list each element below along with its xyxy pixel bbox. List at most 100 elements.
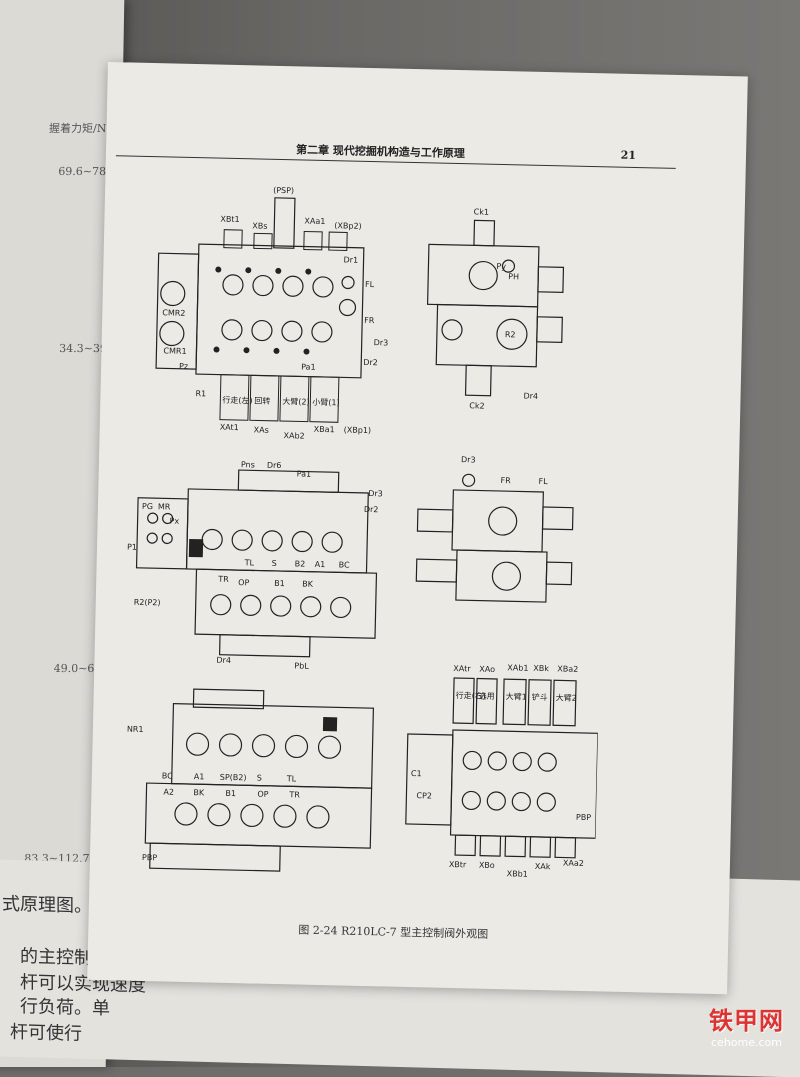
label-b1: B1 xyxy=(274,578,285,589)
label-xak: XAk xyxy=(534,861,551,872)
label-xatr: XAtr xyxy=(453,663,471,674)
label-bc: BC xyxy=(338,560,350,570)
page-header: 第二章 现代挖掘机构造与工作原理 21 xyxy=(106,137,746,172)
label-pns: Pns xyxy=(240,460,255,470)
label-xbp2: (XBp2) xyxy=(334,221,362,231)
valve-diagram-bottom-right: XAtr XAo XAb1 XBk XBa2 行走(右) 选用 大臂1 铲斗 大… xyxy=(394,659,599,893)
label-ck2: Ck2 xyxy=(469,401,485,411)
label-bk: BK xyxy=(302,579,314,589)
label-psp: (PSP) xyxy=(273,185,295,196)
valve-diagram-bottom-left: NR1 BC A1 SP(B2) S TL A2 BK B1 OP TR PBP xyxy=(109,682,383,888)
label-pbp: PBP xyxy=(141,852,158,863)
valve-diagram-mid-left: Pns Dr6 Pa1 Dr3 Dr2 PG MR Px P1 TL S B2 … xyxy=(124,458,399,674)
label-fl: FL xyxy=(364,279,375,290)
label-op: OP xyxy=(257,789,269,799)
label-r2-p2: R2(P2) xyxy=(133,597,161,608)
label-xao: XAo xyxy=(479,664,496,674)
label-xbp1: (XBp1) xyxy=(343,425,372,436)
valve-drawing xyxy=(144,688,375,872)
label-r2: R2 xyxy=(504,330,516,340)
label-xbtr: XBtr xyxy=(448,859,467,870)
label-boom2: 大臂2 xyxy=(555,693,577,703)
label-dr1: Dr1 xyxy=(343,255,359,265)
label-sp-b2: SP(B2) xyxy=(219,772,247,783)
label-tr: TR xyxy=(218,574,229,584)
label-nr1: NR1 xyxy=(126,724,144,734)
label-cmr2: CMR2 xyxy=(162,308,186,318)
label-pbp: PBP xyxy=(575,812,592,823)
label-dr3: Dr3 xyxy=(368,489,383,499)
label-b1: B1 xyxy=(225,788,237,799)
label-xbo: XBo xyxy=(478,860,495,870)
label-p1: P1 xyxy=(126,542,138,552)
label-xab1: XAb1 xyxy=(507,663,529,673)
label-xba2: XBa2 xyxy=(557,664,579,674)
label-dr2: Dr2 xyxy=(363,357,378,368)
label-bk: BK xyxy=(193,788,205,798)
label-tr: TR xyxy=(289,790,300,800)
label-xbb1: XBb1 xyxy=(506,869,528,879)
label-mr: MR xyxy=(157,502,171,512)
label-cp2: CP2 xyxy=(416,791,433,801)
label-dr3: Dr3 xyxy=(460,455,476,465)
label-xaa1: XAa1 xyxy=(304,216,326,226)
label-pz: Pz xyxy=(179,361,189,371)
label-pbl: PbL xyxy=(294,661,309,671)
label-px: Px xyxy=(169,516,180,526)
label-xbs: XBs xyxy=(252,221,268,231)
label-op: OP xyxy=(238,578,250,588)
label-py: Py xyxy=(496,261,507,272)
label-c1: C1 xyxy=(410,769,422,779)
valve-diagram-mid-right: Dr3 FR FL xyxy=(405,454,579,628)
label-arm1: 小臂(1) xyxy=(312,397,340,408)
label-cmr1: CMR1 xyxy=(163,346,187,356)
label-dr4: Dr4 xyxy=(216,655,232,665)
label-boom1: 大臂1 xyxy=(505,692,527,702)
label-pg: PG xyxy=(141,501,154,512)
label-dr2: Dr2 xyxy=(363,504,379,515)
valve-drawing xyxy=(405,677,599,859)
label-r1: R1 xyxy=(195,389,207,399)
label-fr: FR xyxy=(364,315,375,326)
label-pa1: Pa1 xyxy=(301,362,316,372)
label-bucket: 铲斗 xyxy=(531,692,548,703)
valve-drawing xyxy=(415,473,574,603)
valve-diagram-top-left: (PSP) XBt1 XBs XAa1 (XBp2) Dr1 FL FR Dr3… xyxy=(150,183,396,441)
bottom-snippet: 式原理图。 xyxy=(2,893,92,917)
label-xat1: XAt1 xyxy=(219,422,239,433)
watermark-name: 铁甲网 xyxy=(709,1007,784,1035)
label-ph: PH xyxy=(508,272,520,282)
label-bc: BC xyxy=(161,771,173,781)
label-s: S xyxy=(256,773,262,783)
valve-drawing xyxy=(155,197,365,423)
label-tl: TL xyxy=(244,558,255,568)
label-xas: XAs xyxy=(253,425,269,435)
label-a1: A1 xyxy=(193,772,205,782)
book-page: 第二章 现代挖掘机构造与工作原理 21 xyxy=(87,62,748,995)
label-xba1: XBa1 xyxy=(313,424,335,435)
page-number: 21 xyxy=(620,148,637,163)
label-a1: A1 xyxy=(314,559,326,570)
label-swing: 回转 xyxy=(254,396,271,406)
label-s: S xyxy=(271,558,277,568)
label-fr: FR xyxy=(500,476,511,486)
left-snippet: 握着力矩/N xyxy=(48,122,107,135)
label-ck1: Ck1 xyxy=(473,207,490,217)
label-a2: A2 xyxy=(163,787,175,797)
label-dr3: Dr3 xyxy=(373,338,389,348)
label-boom2: 大臂(2) xyxy=(282,397,310,407)
chapter-title: 第二章 现代挖掘机构造与工作原理 xyxy=(295,143,466,161)
watermark-logo: 铁甲网 cehome.com xyxy=(709,1001,784,1049)
label-xaa2: XAa2 xyxy=(562,858,584,869)
valve-drawing xyxy=(426,219,565,397)
label-pa1: Pa1 xyxy=(296,469,312,479)
bottom-snippet: 杆可使行 xyxy=(10,1021,82,1045)
watermark-url: cehome.com xyxy=(711,1036,782,1049)
label-travel-left: 行走(左) xyxy=(222,395,253,406)
label-option: 选用 xyxy=(478,691,495,701)
bottom-snippet: 行负荷。单 xyxy=(20,996,110,1020)
label-dr4: Dr4 xyxy=(523,391,539,401)
label-b2: B2 xyxy=(294,559,306,569)
label-tl: TL xyxy=(286,774,297,784)
label-dr6: Dr6 xyxy=(266,460,282,471)
